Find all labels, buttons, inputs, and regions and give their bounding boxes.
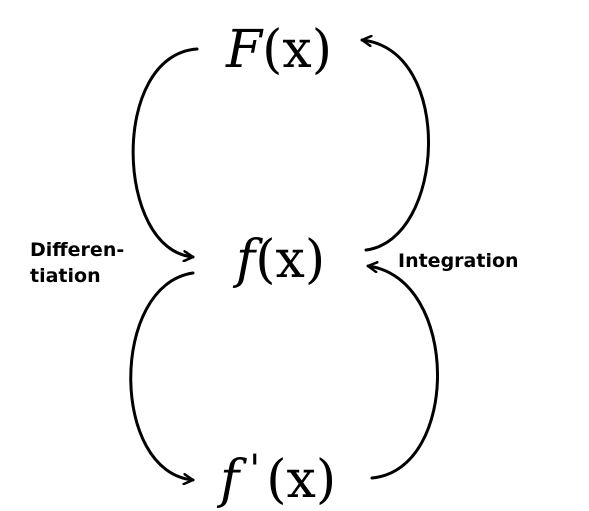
derivative-node: f'(x) — [220, 450, 336, 506]
derivative-argument: (x) — [266, 450, 337, 510]
function-node: f(x) — [236, 234, 325, 286]
derivative-symbol: f — [220, 450, 240, 510]
prime-mark: ' — [249, 447, 261, 493]
function-symbol: f — [236, 230, 256, 290]
differentiation-label-line1: Differen- — [30, 239, 125, 261]
arrow-differentiate-top — [131, 47, 199, 257]
differentiation-label-line2: tiation — [30, 265, 101, 287]
antiderivative-node: F(x) — [226, 24, 332, 76]
arrow-differentiate-bottom — [129, 271, 195, 480]
antiderivative-symbol: F — [226, 20, 263, 80]
antiderivative-argument: (x) — [262, 20, 332, 80]
arrow-integrate-top — [360, 40, 430, 252]
arrow-integrate-bottom — [366, 266, 439, 480]
function-argument: (x) — [255, 230, 326, 290]
differentiation-label: Differen- tiation — [30, 237, 124, 289]
integration-label: Integration — [398, 250, 519, 272]
